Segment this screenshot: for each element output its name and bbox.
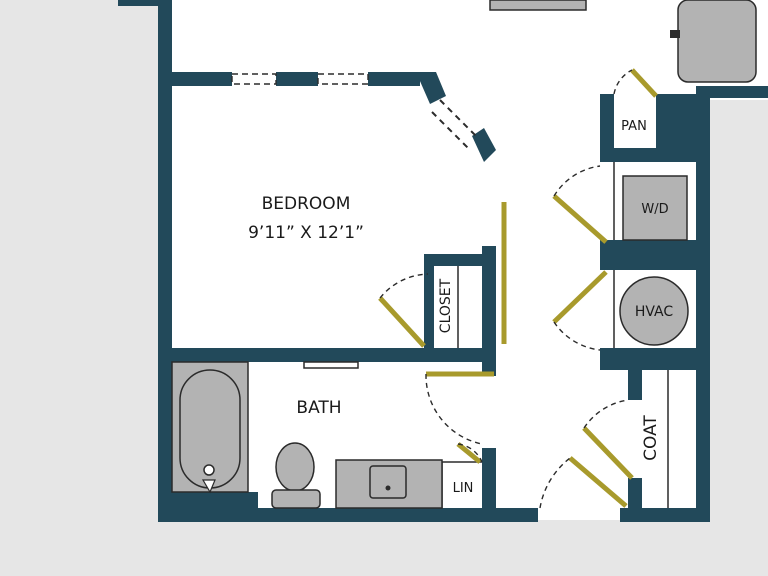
bedroom-label: BEDROOM: [262, 194, 351, 214]
bath-label: BATH: [296, 398, 341, 418]
top-counter: [489, 0, 587, 11]
toilet-tank: [271, 489, 321, 509]
closet-label: CLOSET: [438, 278, 454, 333]
pantry-label: PAN: [621, 119, 647, 134]
coat-door-leaf-1: [582, 426, 634, 480]
bathtub-drain: [203, 464, 215, 476]
laundry-label: W/D: [641, 202, 668, 217]
bedroom-dimensions: 9’11” X 12’1”: [248, 223, 364, 243]
linen-label: LIN: [453, 481, 474, 496]
hvac-unit: [619, 276, 689, 346]
hvac-door-leaf: [552, 270, 608, 324]
refrigerator: [677, 0, 757, 83]
coat-label: COAT: [641, 415, 661, 461]
toilet-bowl: [275, 442, 315, 492]
fixtures: [171, 0, 757, 509]
closet-door-leaf: [378, 296, 426, 348]
windows: [231, 73, 369, 85]
sink: [369, 465, 407, 499]
window-diagonal: [439, 99, 477, 137]
lin-door-leaf: [456, 442, 482, 464]
coat-door-leaf-2: [568, 456, 628, 508]
walls: [118, 0, 768, 522]
wd-door-leaf: [552, 194, 608, 244]
pantry-door-leaf: [630, 68, 658, 98]
interior-lines: [303, 162, 669, 508]
washer-dryer: [622, 175, 688, 241]
window-diagonal-2: [431, 111, 469, 149]
hvac-label: HVAC: [635, 304, 674, 320]
doors: [378, 68, 658, 509]
